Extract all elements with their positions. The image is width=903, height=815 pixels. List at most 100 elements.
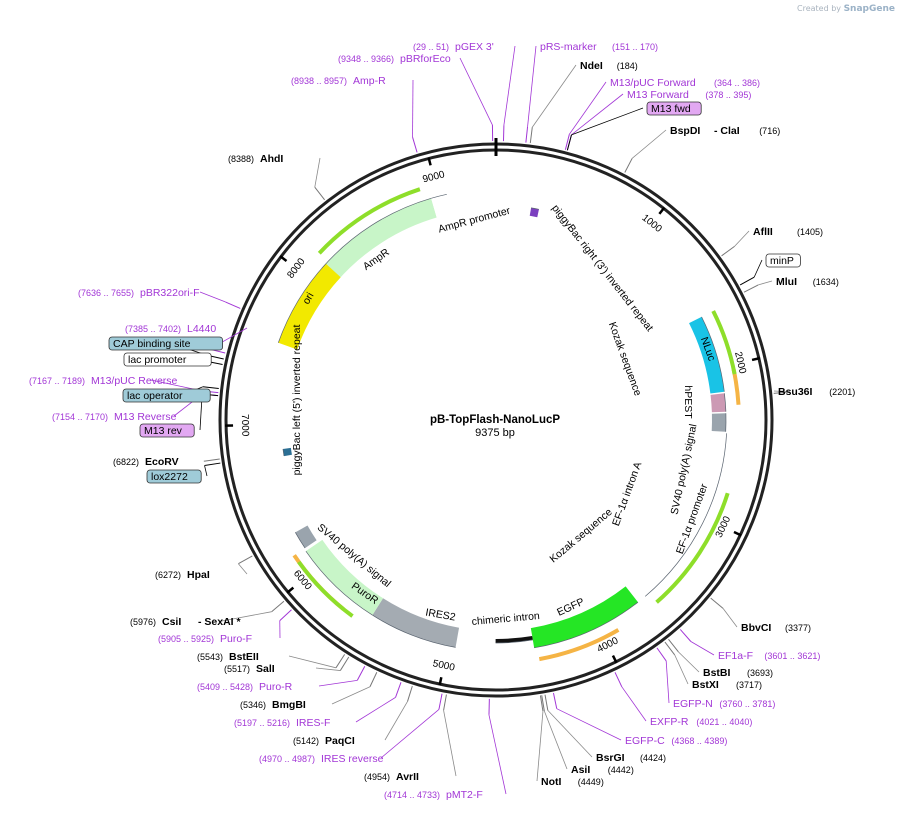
label-hpai[interactable]: (6272)HpaI	[155, 569, 210, 581]
feature-arc-ef1a-promoter[interactable]	[632, 432, 727, 597]
label-text: M13 rev	[144, 425, 183, 437]
leader-line	[443, 710, 457, 777]
label-egfp-c[interactable]: EGFP-C(4368 .. 4389)	[625, 735, 727, 747]
label-text: pBR322ori-F	[140, 287, 200, 299]
label-pmt2f[interactable]: (4714 .. 4733)pMT2-F	[384, 789, 483, 801]
label-ires-f[interactable]: (5197 .. 5216)IRES-F	[234, 717, 330, 729]
label-bstxi[interactable]: BstXI(3717)	[692, 679, 762, 691]
label-box	[108, 336, 223, 351]
feature-arc-egfp[interactable]	[530, 586, 638, 648]
tick-label: 7000	[239, 414, 250, 437]
feature-outline-egfp	[534, 601, 639, 649]
label-lacprom[interactable]: lac promoter	[123, 352, 212, 367]
label-ef1a-f[interactable]: EF1a-F(3601 .. 3621)	[718, 650, 820, 662]
label-coord: (4714 .. 4733)	[384, 790, 440, 800]
label-paqci[interactable]: (5142)PaqCI	[293, 735, 355, 747]
label-bsrgi[interactable]: BsrGI(4424)	[596, 752, 666, 764]
leader-line	[384, 701, 408, 741]
feature-arc-sv40-polya-2[interactable]	[295, 525, 317, 549]
label-sali[interactable]: (5517)SalI	[224, 663, 275, 675]
label-csii[interactable]: (5976)CsiI- SexAI *	[130, 616, 242, 628]
leader-line	[380, 709, 440, 759]
site-stub	[668, 638, 679, 653]
primer-outline-arc	[317, 187, 421, 255]
label-lox2272[interactable]: lox2272	[146, 469, 202, 484]
leader-line	[488, 714, 507, 795]
feature-arc-hpest[interactable]	[710, 393, 726, 413]
label-egfp-n[interactable]: EGFP-N(3760 .. 3781)	[673, 698, 775, 710]
label-bstbi[interactable]: BstBI(3693)	[703, 667, 773, 679]
label-text: EF1a-F	[718, 650, 753, 662]
feature-arc-piggybac-right[interactable]	[529, 207, 539, 218]
label-bspdi[interactable]: BspDI- ClaI(716)	[670, 125, 780, 137]
label-avrii[interactable]: (4954)AvrII	[364, 771, 419, 783]
label-m13puc-fwd[interactable]: M13/pUC Forward(364 .. 386)	[610, 77, 760, 89]
feature-arc-ori[interactable]	[278, 263, 341, 350]
feature-outline-piggybac-left	[282, 448, 285, 457]
label-ahdi[interactable]: (8388)AhdI	[228, 153, 283, 165]
feature-arc-puror[interactable]	[305, 539, 384, 616]
label-lacop[interactable]: lac operator	[122, 388, 211, 403]
site-stub	[739, 276, 755, 286]
feature-arc-ampr-promoter[interactable]	[431, 194, 452, 218]
label-ampr-primer[interactable]: (8938 .. 8957)Amp-R	[291, 75, 386, 87]
feature-arc-ires2[interactable]	[372, 598, 460, 648]
label-text: lac operator	[127, 390, 183, 402]
label-cap[interactable]: CAP binding site	[108, 336, 223, 351]
site-stub	[544, 694, 549, 711]
label-ires-rev[interactable]: (4970 .. 4987)IRES reverse	[259, 753, 384, 765]
label-text: AsiI	[571, 764, 590, 776]
tick-label: 8000	[285, 256, 307, 281]
site-stub	[656, 647, 667, 662]
label-bmgbi[interactable]: (5346)BmgBI	[240, 699, 306, 711]
label-aflii[interactable]: AflII(1405)	[753, 226, 823, 238]
label-bsu36i[interactable]: Bsu36I(2201)	[778, 386, 855, 398]
leader-line	[569, 81, 607, 135]
label-asii[interactable]: AsiI(4442)	[571, 764, 634, 776]
leader-line	[288, 655, 337, 669]
site-stub	[539, 695, 544, 712]
label-m13fwd-box[interactable]: M13 fwd	[646, 101, 702, 116]
label-ecorv[interactable]: (6822)EcoRV	[113, 456, 179, 468]
site-stub	[203, 458, 220, 462]
label-m13puc-rev[interactable]: (7167 .. 7189)M13/pUC Reverse	[29, 375, 178, 387]
label-text: NdeI	[580, 60, 603, 72]
feature-arc-piggybac-left[interactable]	[282, 447, 292, 457]
label-minp[interactable]: minP	[765, 253, 801, 268]
label-pbrforeco[interactable]: (9348 .. 9366)pBRforEco	[338, 53, 451, 65]
tick-mark	[733, 530, 742, 537]
feature-label-kozak-1: Kozak sequence	[606, 320, 644, 397]
label-m13-rev[interactable]: (7154 .. 7170)M13 Reverse	[52, 411, 177, 423]
label-bsteii[interactable]: (5543)BstEII	[197, 651, 259, 663]
feature-arc-chimeric-intron[interactable]	[495, 636, 533, 644]
label-pbr322ori[interactable]: (7636 .. 7655) pBR322ori-F	[78, 287, 200, 299]
credit-line: Created by SnapGene	[797, 4, 895, 14]
feature-arc-ampr[interactable]	[321, 198, 437, 282]
label-m13rev-box[interactable]: M13 rev	[139, 423, 195, 438]
label-coord: (7636 .. 7655)	[78, 288, 134, 298]
features-layer	[277, 187, 741, 662]
site-stub	[443, 694, 447, 711]
label-puro-f[interactable]: (5905 .. 5925)Puro-F	[158, 633, 252, 645]
label-coord: (4954)	[364, 772, 390, 782]
label-m13-fwd[interactable]: M13 Forward(378 .. 395)	[627, 89, 751, 101]
label-prs-marker[interactable]: pRS-marker(151 .. 170)	[540, 41, 658, 53]
label-text: BspDI	[670, 125, 700, 137]
feature-outline-ampr	[321, 197, 432, 269]
label-bbvci[interactable]: BbvCI(3377)	[741, 622, 811, 634]
site-stub	[314, 186, 326, 201]
leader-line	[722, 608, 738, 628]
label-ndei[interactable]: NdeI(184)	[580, 60, 638, 72]
label-mlui[interactable]: MluI(1634)	[776, 276, 839, 288]
tick-label: 9000	[422, 169, 447, 185]
label-text: pGEX 3'	[455, 41, 494, 53]
label-pgex3[interactable]: (29 .. 51)pGEX 3'	[413, 41, 494, 53]
label-puro-r[interactable]: (5409 .. 5428)Puro-R	[197, 681, 293, 693]
label-exfp-r[interactable]: EXFP-R(4021 .. 4040)	[650, 716, 752, 728]
site-stub	[356, 665, 366, 681]
label-noti[interactable]: NotI(4449)	[541, 776, 604, 788]
label-text: pRS-marker	[540, 41, 597, 53]
feature-label-ires2: IRES2	[425, 607, 457, 624]
label-l4440[interactable]: (7385 .. 7402)L4440	[125, 323, 216, 335]
feature-arc-nluc[interactable]	[689, 316, 725, 394]
